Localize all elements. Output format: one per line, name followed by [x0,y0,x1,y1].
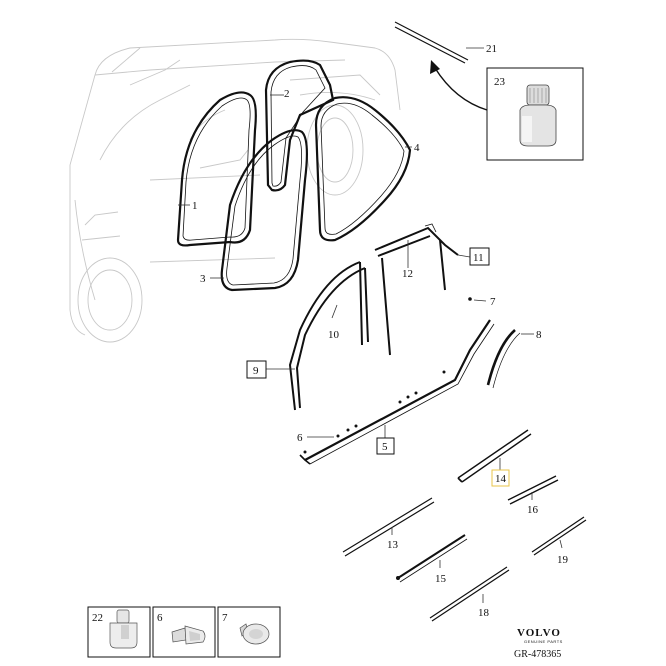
legend-22: 22 [87,606,151,658]
callout-6: 6 [297,432,303,444]
callout-14: 14 [495,473,507,485]
clip-6-icon [171,625,206,645]
callout-4: 4 [414,142,420,154]
clip-7-icon [239,623,270,645]
callout-13: 13 [387,539,399,551]
molding-14 [457,429,532,483]
legend-label-6: 6 [157,612,163,624]
box-9 [246,360,267,379]
window-channel-10 [288,261,369,411]
molding-15 [397,534,466,579]
callout-18: 18 [478,607,490,619]
callout-2: 2 [284,88,290,100]
legend-7: 7 [217,606,281,658]
molding-18 [429,566,510,622]
pointer-arrow [434,67,488,111]
legend-label-22: 22 [92,612,103,624]
window-channel-12 [374,226,459,356]
strip-21 [394,21,469,64]
callout-9: 9 [253,365,259,377]
callout-3: 3 [200,273,206,285]
door-seal-1 [176,91,257,247]
clip-22-icon [109,609,138,649]
clips-6-dots [303,370,446,454]
door-seal-3 [220,129,309,292]
callout-23: 23 [494,76,506,88]
callout-5: 5 [382,441,388,453]
diagram-reference: GR-478365 [514,649,561,660]
legend-6: 6 [152,606,216,658]
callout-19: 19 [557,554,569,566]
clip-7-dot [468,297,472,301]
molding-19 [531,516,587,556]
brand-subtitle: GENUINE PARTS [524,639,563,644]
callout-21: 21 [486,43,497,55]
arrow-head [430,60,440,74]
molding-13 [342,497,435,557]
callout-15: 15 [435,573,447,585]
callout-11: 11 [473,252,484,264]
callout-8: 8 [536,329,542,341]
box-5 [376,437,395,455]
legend-label-7: 7 [222,612,228,624]
door-seal-2 [264,59,335,192]
adhesive-bottle-icon [519,84,557,147]
molding-16 [507,475,559,505]
door-seal-4 [314,96,412,242]
callout-1: 1 [192,200,198,212]
brand-name: VOLVO [517,627,561,639]
molding-8 [486,329,516,386]
box-14-highlight [491,469,510,487]
callout-10: 10 [328,329,340,341]
callout-12: 12 [402,268,413,280]
box-11 [469,247,490,266]
callout-7: 7 [490,296,496,308]
sill-molding-5 [304,319,491,461]
callout-16: 16 [527,504,539,516]
